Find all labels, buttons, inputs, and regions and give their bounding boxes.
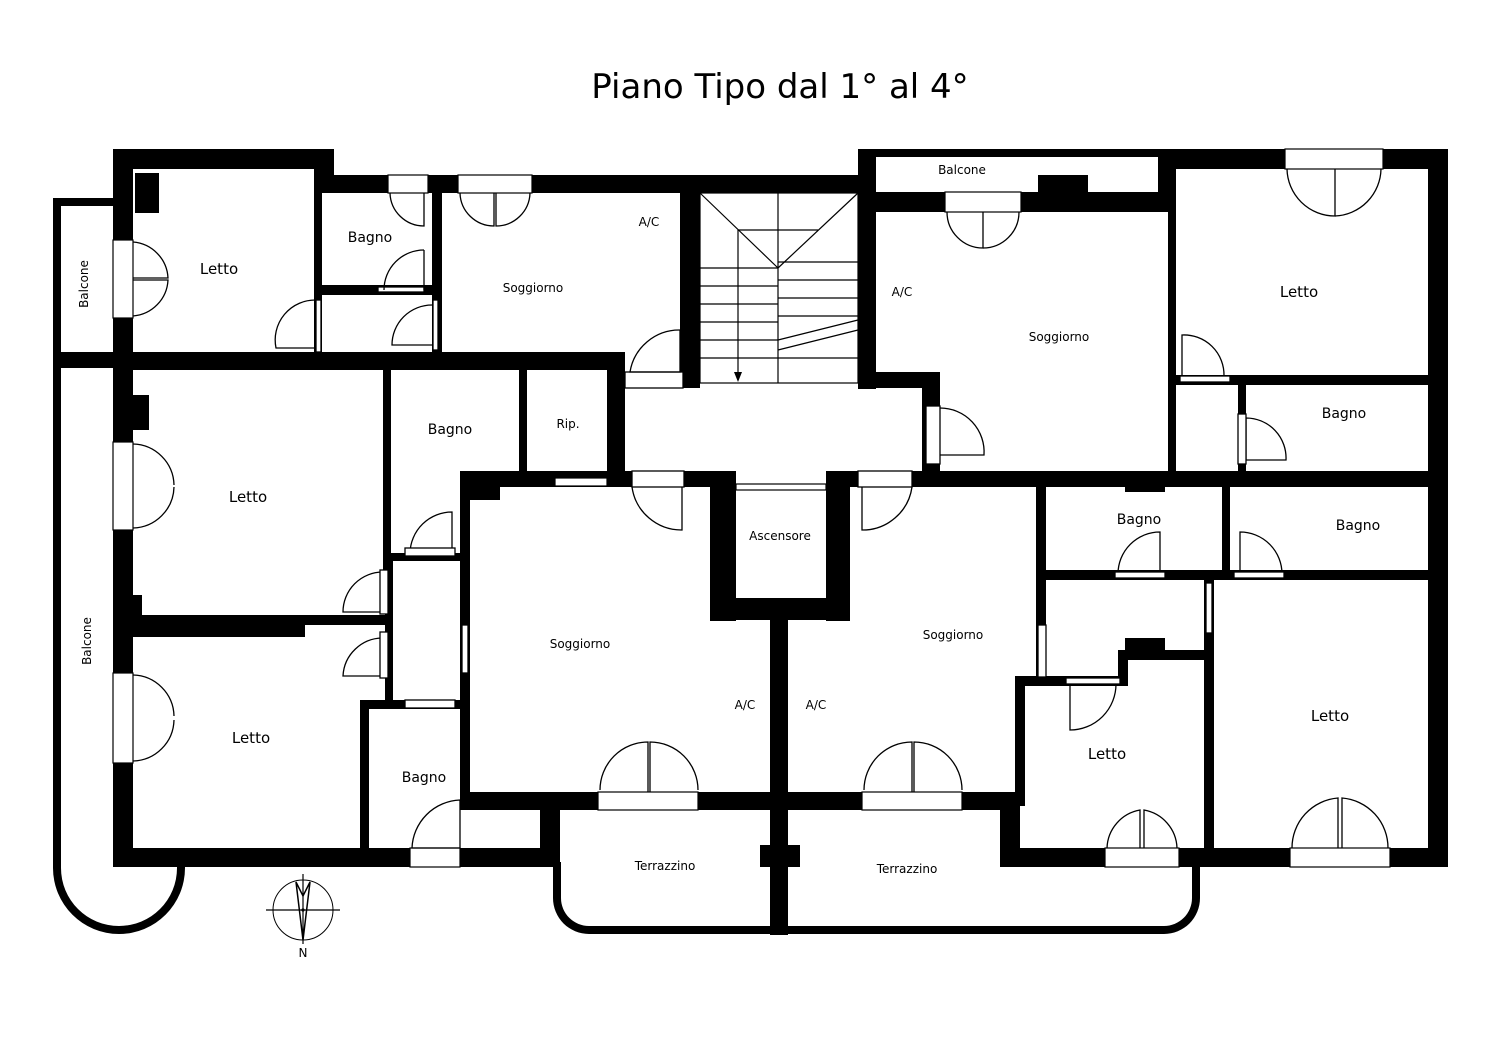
room-labels: Letto Bagno Soggiorno A/C Balcone Letto … [77, 163, 1380, 876]
doors [132, 168, 1389, 849]
room-label-balcone: Balcone [77, 260, 91, 308]
north-label: N [299, 946, 308, 960]
room-label-letto: Letto [1088, 745, 1126, 763]
room-label-letto: Letto [200, 260, 238, 278]
room-label-bagno: Bagno [1336, 518, 1381, 534]
room-label-bagno: Bagno [348, 230, 393, 246]
room-label-ripostiglio: Rip. [556, 417, 579, 431]
room-label-bagno: Bagno [1322, 406, 1367, 422]
room-label-balcone: Balcone [938, 163, 986, 177]
room-label-soggiorno: Soggiorno [503, 281, 564, 295]
staircase [699, 192, 859, 384]
balconies [53, 149, 1200, 934]
room-label-bagno: Bagno [428, 422, 473, 438]
room-label-soggiorno: Soggiorno [1029, 330, 1090, 344]
room-label-ac: A/C [639, 215, 660, 229]
room-label-letto: Letto [229, 488, 267, 506]
room-label-soggiorno: Soggiorno [923, 628, 984, 642]
room-label-bagno: Bagno [1117, 512, 1162, 528]
room-label-letto: Letto [1311, 707, 1349, 725]
interior-walls [113, 173, 1448, 935]
room-label-balcone: Balcone [80, 617, 94, 665]
north-arrow-icon: N [266, 874, 340, 960]
room-label-ac: A/C [806, 698, 827, 712]
room-label-ac: A/C [735, 698, 756, 712]
room-label-bagno: Bagno [402, 770, 447, 786]
room-label-letto: Letto [232, 729, 270, 747]
room-label-soggiorno: Soggiorno [550, 637, 611, 651]
room-label-ac: A/C [892, 285, 913, 299]
room-label-ascensore: Ascensore [749, 529, 811, 543]
windows [112, 148, 1391, 868]
room-label-letto: Letto [1280, 283, 1318, 301]
exterior-walls [53, 149, 1448, 867]
room-label-terrazzino: Terrazzino [876, 862, 938, 876]
plan-title: Piano Tipo dal 1° al 4° [591, 67, 968, 107]
room-label-terrazzino: Terrazzino [634, 859, 696, 873]
